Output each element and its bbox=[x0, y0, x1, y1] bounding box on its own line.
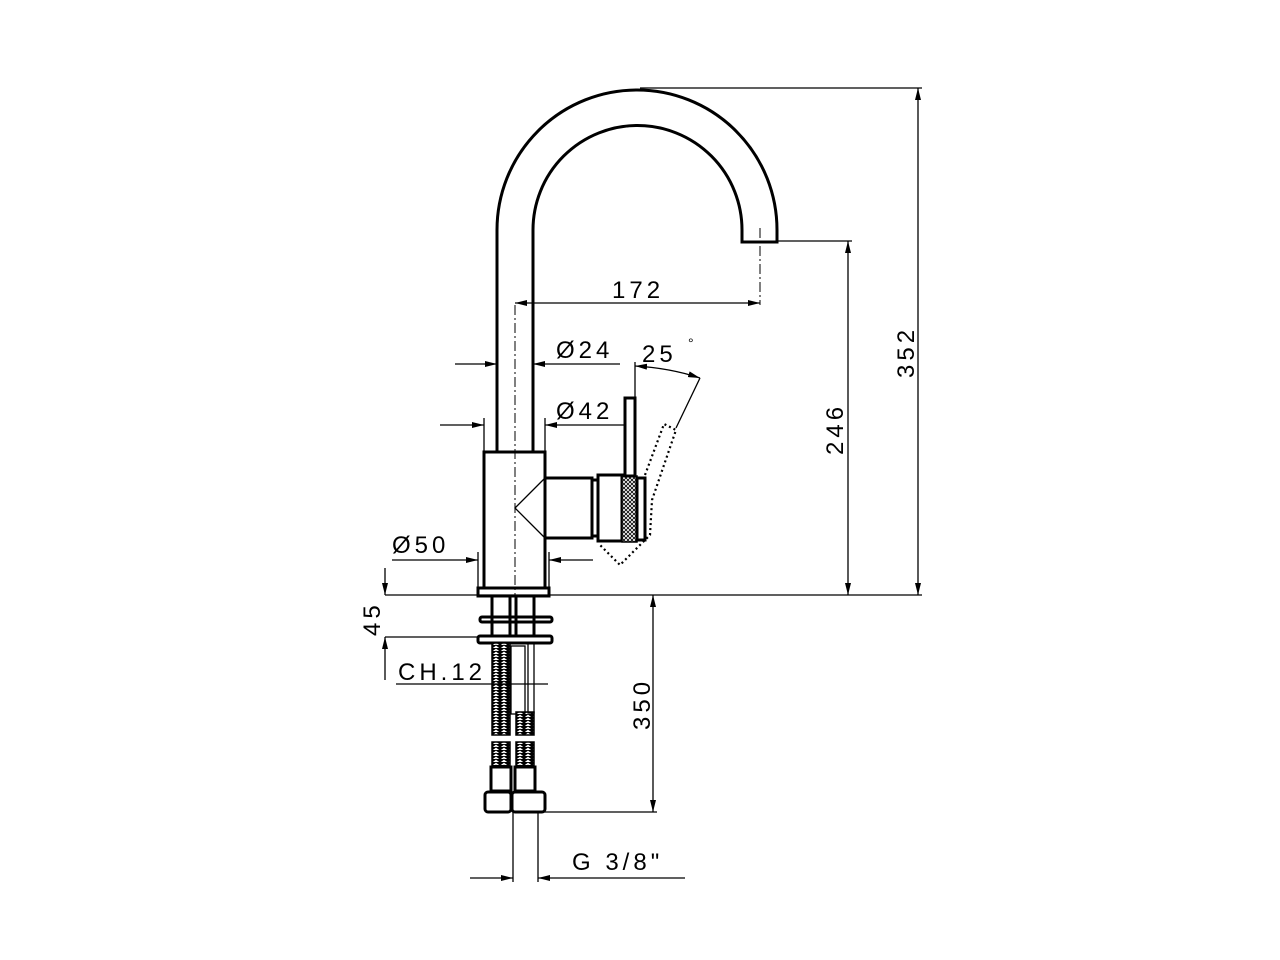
dimension-hose-thread: G 3/8" bbox=[470, 849, 685, 881]
dimension-nut-size: CH.12 bbox=[396, 659, 548, 686]
dimension-spout-diameter: Ø24 bbox=[455, 337, 620, 367]
lever-handle bbox=[623, 396, 637, 478]
label-350: 350 bbox=[629, 678, 656, 730]
mixer-body bbox=[476, 396, 678, 598]
dimension-hose-length: 350 bbox=[629, 595, 656, 812]
dimension-outlet-height: 246 bbox=[822, 241, 851, 595]
label-d50: Ø50 bbox=[392, 532, 449, 559]
label-d42: Ø42 bbox=[556, 398, 613, 425]
dimension-spout-reach: 172 bbox=[515, 277, 760, 306]
degree-symbol: ° bbox=[688, 335, 698, 351]
label-g38: G 3/8" bbox=[572, 849, 663, 876]
dimension-body-diameter: Ø42 bbox=[440, 398, 625, 428]
label-246: 246 bbox=[822, 403, 849, 455]
dimension-base-diameter: Ø50 bbox=[392, 532, 593, 563]
label-352: 352 bbox=[893, 326, 920, 378]
dimension-total-height: 352 bbox=[893, 88, 921, 595]
label-d24: Ø24 bbox=[556, 337, 613, 364]
dimension-mounting-thickness: 45 bbox=[359, 568, 388, 680]
dimension-lever-angle: 25 ° bbox=[634, 335, 701, 429]
label-172: 172 bbox=[612, 277, 664, 304]
label-ch12: CH.12 bbox=[398, 659, 486, 686]
label-25: 25 bbox=[642, 341, 677, 368]
label-45: 45 bbox=[359, 601, 386, 636]
lever-tilted-position bbox=[599, 422, 678, 567]
supply-hoses bbox=[476, 594, 554, 814]
